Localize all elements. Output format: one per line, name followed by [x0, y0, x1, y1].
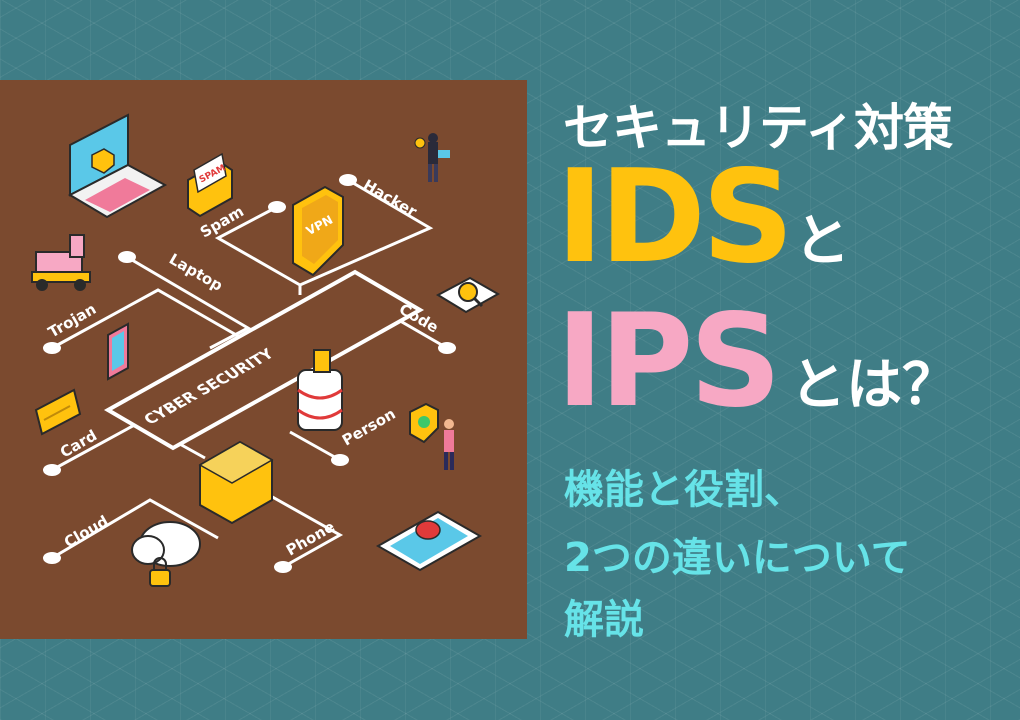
cyber-security-illustration: CYBER SECURITY Hacker Spam Laptop Trojan… [0, 80, 527, 639]
vpn-shield-icon: VPN [292, 185, 344, 277]
connector-nodes [43, 174, 456, 573]
phone-lock-icon [107, 322, 129, 381]
laptop-icon [67, 113, 168, 219]
title-ips: IPS [556, 287, 782, 436]
title-security-measures: セキュリティ対策 [563, 99, 953, 157]
label-laptop: Laptop [166, 250, 226, 295]
code-magnifier-icon [435, 276, 501, 314]
hacker-icon [414, 133, 450, 182]
cloud-lock-icon [131, 521, 201, 587]
label-cloud: Cloud [61, 512, 111, 552]
usb-drive-icon [297, 349, 343, 431]
label-person: Person [339, 405, 399, 450]
subtitle-line-1: 機能と役割、 [564, 467, 804, 513]
isometric-diagram: CYBER SECURITY Hacker Spam Laptop Trojan… [31, 113, 501, 587]
trojan-horse-icon [31, 234, 91, 291]
title-ids: IDS [556, 143, 794, 292]
subtitle-line-3: 解説 [564, 597, 644, 643]
title-to: と [794, 209, 850, 274]
credit-card-icon [34, 388, 82, 436]
cyber-security-plate: CYBER SECURITY [103, 269, 425, 451]
spam-envelope-icon: SPAM [187, 152, 233, 218]
phone-bug-icon [375, 510, 483, 572]
title-towa: とは？ [790, 353, 958, 418]
label-hacker: Hacker [360, 176, 420, 221]
label-trojan: Trojan [45, 300, 99, 342]
connector-lines [51, 178, 448, 569]
person-shield-icon [409, 402, 454, 470]
subtitle-line-2: 2つの違いについて [564, 535, 911, 581]
folder-icon [198, 440, 274, 525]
